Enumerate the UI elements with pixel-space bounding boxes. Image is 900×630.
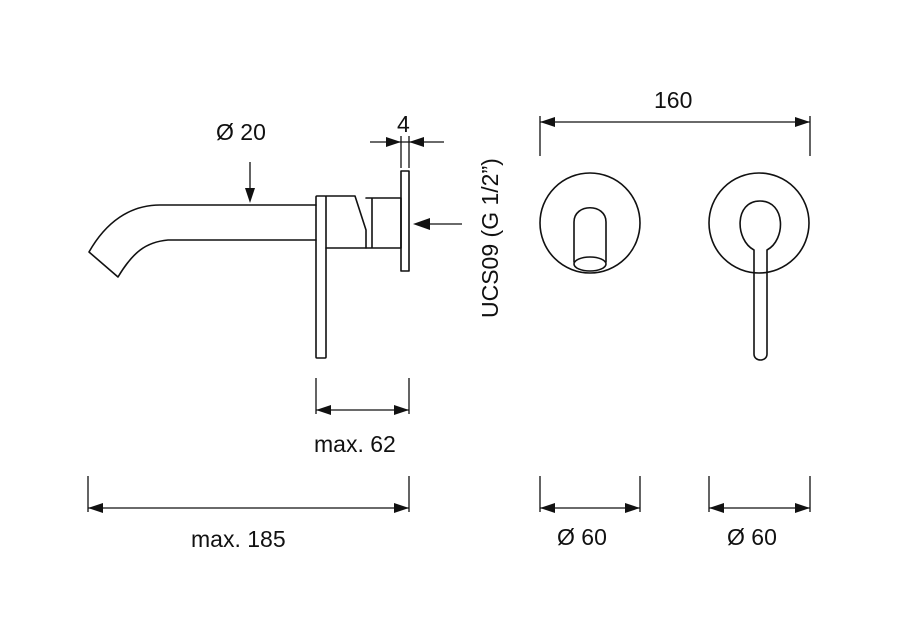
- centre-arrow-left: [540, 117, 555, 127]
- front-view: 160 Ø 60 Ø 60: [539, 87, 811, 550]
- thickness-arrow-right: [409, 137, 424, 147]
- spout-front: [573, 207, 607, 263]
- pipe-diameter-label: Ø 20: [216, 119, 266, 145]
- mixer-plate-diameter-label: Ø 60: [727, 524, 777, 550]
- spout-plate-arrow-left: [540, 503, 555, 513]
- projection-arrow-left: [88, 503, 103, 513]
- depth-arrow-right: [394, 405, 409, 415]
- centre-arrow-right: [795, 117, 810, 127]
- spout-plate-diameter-label: Ø 60: [557, 524, 607, 550]
- centre-distance-label: 160: [654, 87, 692, 113]
- spout-outlet: [573, 256, 607, 272]
- connection-label: UCS09 (G 1/2”): [477, 158, 503, 318]
- spout-plate-arrow-right: [625, 503, 640, 513]
- thickness-arrow-left: [386, 137, 401, 147]
- spout-wall-plate: [539, 172, 641, 274]
- mixer-plate-arrow-right: [795, 503, 810, 513]
- mixer-depth-label: max. 62: [314, 431, 396, 457]
- total-projection-label: max. 185: [191, 526, 286, 552]
- mixer-lever: [315, 195, 327, 359]
- mixer-wall-plate: [708, 172, 810, 274]
- connector-body: [365, 197, 402, 249]
- mixer-plate-arrow-left: [709, 503, 724, 513]
- cartridge-body: [325, 195, 367, 249]
- wall-plate: [400, 170, 410, 272]
- depth-arrow-left: [316, 405, 331, 415]
- pipe-pointer-arrow: [245, 188, 255, 203]
- projection-arrow-right: [394, 503, 409, 513]
- plate-thickness-label: 4: [397, 111, 410, 137]
- connection-pointer-arrow: [413, 218, 430, 230]
- mixer-handle: [739, 200, 782, 361]
- spout-body: [88, 204, 317, 278]
- side-view: Ø 20 4 UCS09 (G 1/2”) max. 62 max. 185: [87, 111, 503, 552]
